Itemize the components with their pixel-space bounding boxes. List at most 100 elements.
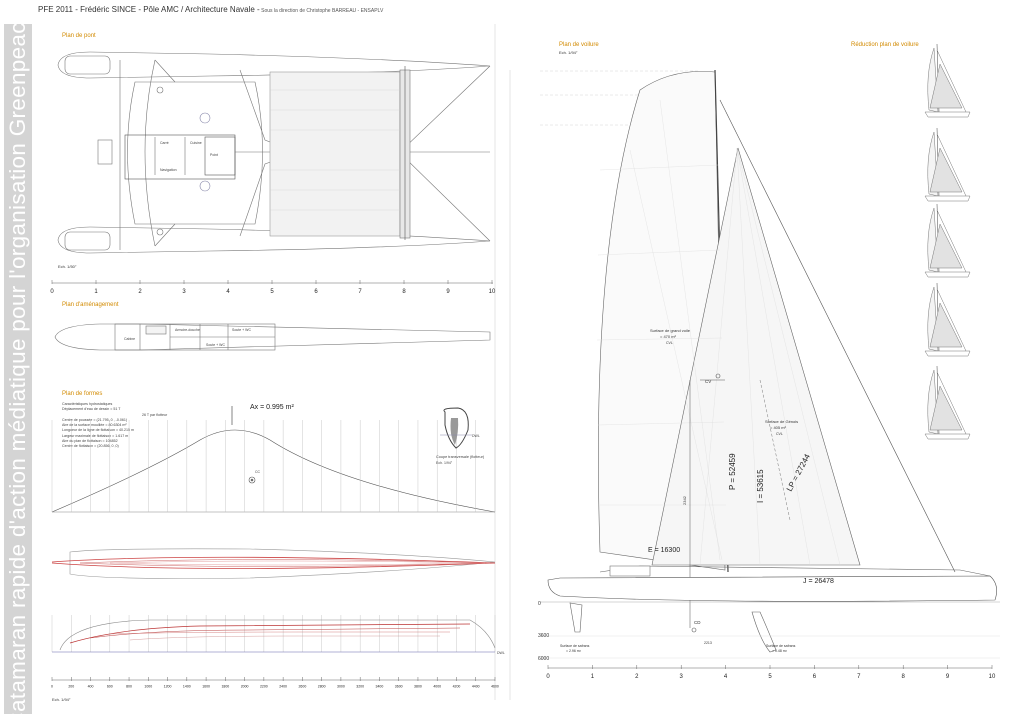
genoa-area-label: Surface de Génois [765, 419, 798, 424]
deck-axis-tick: 0 [50, 289, 54, 295]
header-sub: Sous la direction de Christophe BARREAU … [259, 8, 384, 14]
genoa-area-value: = 405 m² [770, 425, 787, 430]
deck-axis-tick: 4 [226, 289, 230, 295]
mainsail-area-value: = 470 m² [660, 334, 677, 339]
deck-axis-tick: 9 [446, 289, 450, 295]
hydro-line: Centre de poussée = (21.795, 0 , -0.061) [62, 417, 128, 422]
profile-dwl: DWL [497, 651, 505, 655]
layout-label-soute2: Soute + WC [206, 343, 225, 347]
sail-axis-tick: 6 [813, 674, 817, 680]
sail-plan-scale: Ech. 1/94° [559, 50, 578, 55]
i-dimension: I = 53615 [756, 469, 765, 503]
lines-plan-title: Plan de formes [62, 391, 103, 397]
lines-axis-tick: 4200 [453, 685, 461, 689]
hydro-line: Aire de la surface mouillée = 80.6304 m² [62, 423, 127, 428]
mainsail-area-label: Surface de grand voile [650, 328, 691, 333]
hydrostatics-block: Caractéristiques hydrostatiques Déplacem… [62, 402, 167, 450]
deck-axis-tick: 3 [182, 289, 186, 295]
sail-plan-drawing [540, 69, 1000, 659]
sail-axis-tick: 5 [768, 674, 772, 680]
lines-plan-drawing [51, 406, 496, 653]
lines-axis-tick: 0 [51, 685, 53, 689]
lines-axis-tick: 200 [68, 685, 74, 689]
sail-axis-tick: 1 [591, 674, 595, 680]
lines-axis-tick: 1600 [202, 685, 210, 689]
reduction-title: Réduction plan de voilure [851, 42, 919, 48]
layout-plan-drawing [54, 323, 491, 351]
hydro-line: Largeur maximale de flottaison = 1.617 m [62, 433, 129, 438]
lines-axis-tick: 2600 [298, 685, 306, 689]
ax-label: Ax = 0.995 m² [250, 404, 294, 411]
foil2-value: = 0.48 m² [772, 649, 788, 653]
lines-axis-tick: 4000 [433, 685, 441, 689]
d-dimension: 2213 [704, 641, 712, 645]
deck-axis-tick: 10 [489, 289, 496, 295]
section-title: Coupe transversale (flotteur) [436, 455, 485, 459]
lines-axis-tick: 400 [88, 685, 94, 689]
j-dimension: J = 26478 [803, 578, 834, 585]
lines-axis-tick: 600 [107, 685, 113, 689]
depth-6000: 6000 [538, 656, 549, 662]
cabin-outline [127, 81, 263, 225]
lines-axis-tick: 3200 [356, 685, 364, 689]
sail-axis-tick: 10 [989, 674, 996, 680]
sail-axis-tick: 8 [902, 674, 906, 680]
cc-label: CC [255, 470, 261, 474]
reduction-thumbnail [924, 127, 971, 202]
deck-plan-drawing [57, 51, 491, 254]
sail-axis-tick: 2 [635, 674, 639, 680]
lines-axis-tick: 3000 [337, 685, 345, 689]
lines-axis-tick: 800 [126, 685, 132, 689]
hydro-line: Aire du plan de flottaison = 104852 [62, 439, 118, 444]
deck-plan-scale: Ech. 1/50° [58, 264, 77, 269]
lines-axis-tick: 3600 [395, 685, 403, 689]
foil2-label: Surface de safrans [766, 644, 796, 648]
lines-axis-tick: 4600 [491, 685, 499, 689]
deck-label-cuisine: Cuisine [190, 141, 202, 145]
sail-axis-tick: 3 [680, 674, 684, 680]
sail-axis-tick: 9 [946, 674, 950, 680]
reduction-thumbnail [924, 282, 971, 357]
section-dwl: DWL [472, 434, 480, 438]
deck-axis-tick: 2 [138, 289, 142, 295]
deck-axis-tick: 7 [358, 289, 362, 295]
lines-plan-scale: Ech. 1/94° [52, 697, 71, 702]
cd-label: CD [694, 620, 701, 625]
hydro-line: 26 T par flotteur [142, 412, 168, 417]
lines-axis-tick: 2200 [260, 685, 268, 689]
deck-axis-tick: 5 [270, 289, 274, 295]
lines-axis-tick: 2800 [318, 685, 326, 689]
sail-axis-tick: 4 [724, 674, 728, 680]
hydro-line: Caractéristiques hydrostatiques [62, 402, 113, 406]
lines-axis-tick: 2000 [241, 685, 249, 689]
layout-plan-title: Plan d'aménagement [62, 302, 119, 308]
sail-axis-tick: 7 [857, 674, 861, 680]
depth-0: 0 [538, 601, 541, 607]
lines-axis-tick: 1800 [221, 685, 229, 689]
header: PFE 2011 - Frédéric SINCE - Pôle AMC / A… [38, 5, 383, 14]
lines-axis-tick: 4400 [472, 685, 480, 689]
deck-label-point: Point [210, 153, 218, 157]
reduction-thumbnail [924, 365, 971, 440]
lines-axis-tick: 3400 [376, 685, 384, 689]
genoa-cvl: CVL [776, 432, 783, 436]
foil1-value: = 2.96 m² [566, 649, 582, 653]
layout-label-cabine: Cabine [124, 337, 135, 341]
genoa [651, 147, 861, 566]
reduction-thumbnail [924, 43, 971, 118]
mainsail-cvl: CVL [666, 341, 673, 345]
lines-axis-tick: 1200 [164, 685, 172, 689]
deck-label-nav: Navigation [160, 168, 177, 172]
sail-axis-tick: 0 [546, 674, 550, 680]
e-dimension: E = 16300 [648, 547, 680, 554]
h-dimension: 2342 [682, 495, 687, 505]
vertical-title-band: Catamaran rapide d'action médiatique pou… [4, 24, 32, 714]
layout-label-armoire: Armoire-douche [175, 328, 200, 332]
foil1-label: Surface de safrans [560, 644, 590, 648]
deck-axis-tick: 8 [402, 289, 406, 295]
hydro-line: Centre de flottaison = (20.856, 0 ,0) [62, 444, 119, 449]
hydro-line: Longueur de la ligne de flottaison = 40.… [62, 428, 135, 433]
depth-3600: 3600 [538, 633, 549, 639]
header-main: PFE 2011 - Frédéric SINCE - Pôle AMC / A… [38, 5, 260, 14]
